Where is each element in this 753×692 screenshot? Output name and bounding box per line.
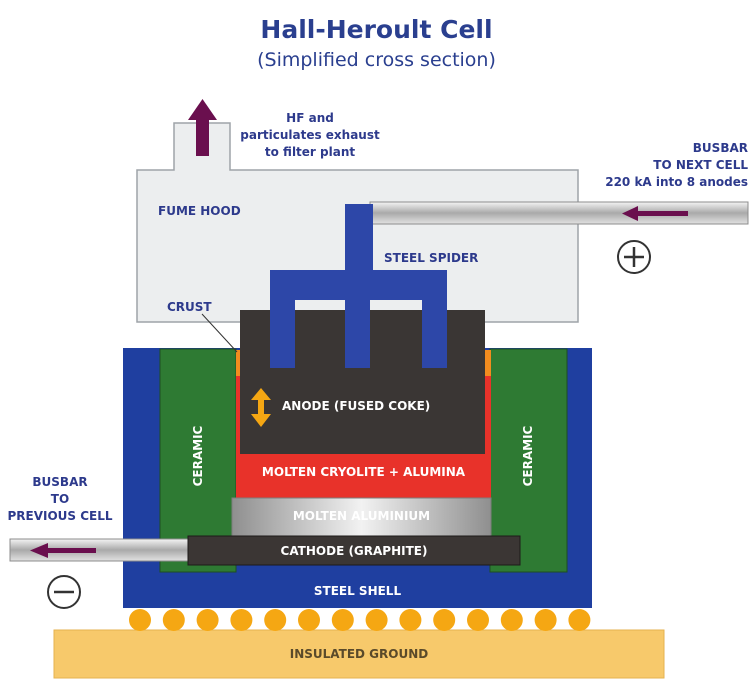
busbar-prev-line1: BUSBAR [32, 475, 88, 489]
busbar-prev-line2: TO [50, 492, 70, 506]
support-ball [568, 609, 591, 631]
crust-pointer [201, 313, 238, 353]
exhaust-label-line3: to filter plant [264, 145, 356, 159]
anode-adjust-arrow-icon [251, 388, 271, 427]
busbar-prev-line3: PREVIOUS CELL [7, 509, 113, 523]
ceramic-right [489, 348, 568, 573]
steel-shell-label: STEEL SHELL [313, 584, 402, 598]
insulated-ground [53, 629, 665, 679]
cathode-block [187, 535, 521, 566]
ceramic-right-label: CERAMIC [521, 425, 535, 487]
support-ball [399, 609, 422, 631]
busbar-next-label: BUSBAR TO NEXT CELL 220 kA into 8 anodes [590, 140, 748, 191]
ceramic-left-label: CERAMIC [191, 425, 205, 487]
support-ball [196, 609, 219, 631]
busbar-next-line3: 220 kA into 8 anodes [605, 175, 748, 189]
support-balls [129, 609, 591, 631]
support-ball [264, 609, 287, 631]
busbar-next-pipe [369, 201, 749, 225]
busbar-next-line2: TO NEXT CELL [653, 158, 748, 172]
busbar-prev-label: BUSBAR TO PREVIOUS CELL [4, 474, 116, 525]
support-ball [331, 609, 354, 631]
exhaust-arrow-icon [188, 99, 217, 156]
molten-cryolite-label: MOLTEN CRYOLITE + ALUMINA [261, 465, 466, 479]
steel-spider [270, 204, 447, 368]
crust-label: CRUST [167, 300, 212, 314]
cathode-label: CATHODE (GRAPHITE) [280, 544, 428, 558]
support-ball [500, 609, 523, 631]
molten-aluminium-layer [231, 497, 492, 537]
ceramic-left [159, 348, 237, 573]
steel-spider-label: STEEL SPIDER [384, 251, 479, 265]
positive-terminal-icon [617, 240, 651, 274]
support-ball [365, 609, 388, 631]
support-ball [467, 609, 489, 631]
negative-terminal-icon [47, 575, 81, 609]
busbar-prev-arrow-icon [30, 543, 96, 558]
support-ball [298, 609, 320, 631]
diagram-title: Hall-Heroult Cell [260, 15, 493, 44]
exhaust-label-line1: HF and [286, 111, 334, 125]
exhaust-label: HF and particulates exhaust to filter pl… [230, 110, 390, 161]
insulated-ground-label: INSULATED GROUND [289, 647, 429, 661]
diagram-subtitle: (Simplified cross section) [257, 49, 496, 71]
support-ball [162, 609, 185, 631]
molten-aluminium-label: MOLTEN ALUMINIUM [292, 509, 431, 523]
busbar-next-arrow-icon [622, 206, 688, 221]
exhaust-label-line2: particulates exhaust [240, 128, 380, 142]
support-ball [433, 609, 456, 631]
support-ball [129, 609, 151, 631]
busbar-next-line1: BUSBAR [692, 141, 748, 155]
support-ball [534, 609, 557, 631]
crust-right [483, 350, 491, 376]
fume-hood-label: FUME HOOD [158, 204, 241, 218]
anode-label: ANODE (FUSED COKE) [282, 399, 431, 413]
support-ball [230, 609, 253, 631]
